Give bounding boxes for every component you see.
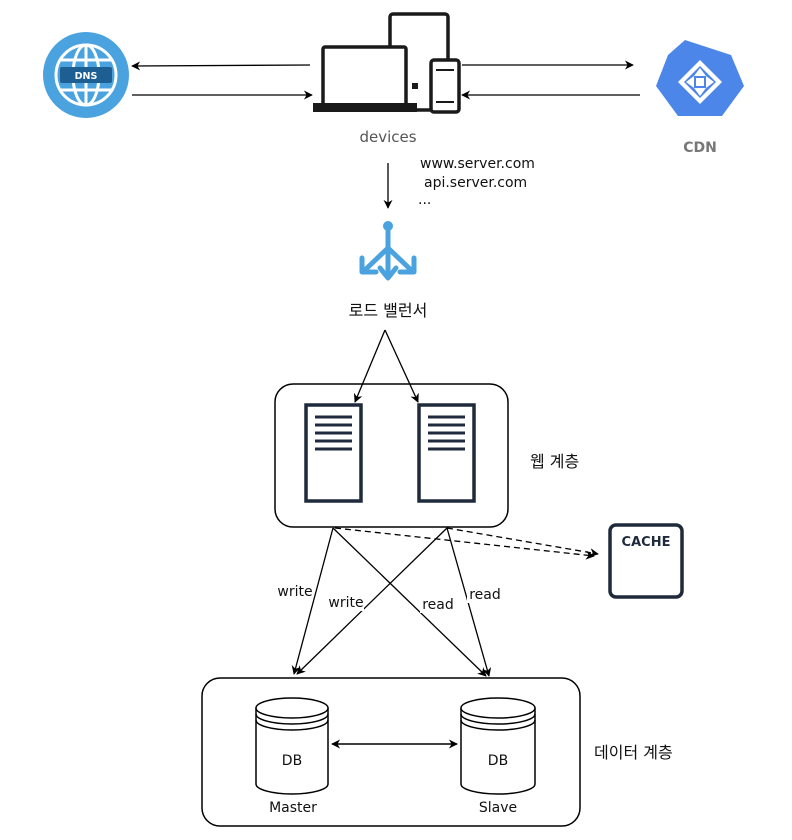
read-label-left: read	[422, 597, 454, 613]
dns-label: DNS	[75, 71, 98, 82]
data-tier-box	[201, 677, 581, 827]
edge-devices-to-dns	[131, 61, 311, 71]
edge-read-left	[332, 527, 487, 677]
db-master-icon	[255, 697, 329, 795]
domain-line-2: api.server.com	[424, 175, 527, 191]
cdn-label: CDN	[683, 140, 717, 156]
cache-label: CACHE	[622, 535, 671, 550]
web-tier-box	[274, 383, 509, 528]
write-label-right: write	[328, 595, 363, 611]
load-balancer-icon	[359, 221, 417, 281]
domain-line-1: www.server.com	[420, 156, 535, 172]
data-tier-label: 데이터 계층	[594, 743, 673, 762]
cache-icon: CACHE	[608, 523, 684, 599]
devices-label: devices	[359, 128, 416, 146]
server-icon-2	[417, 403, 476, 503]
db-slave-label: DB	[488, 753, 508, 769]
domain-line-3: ...	[418, 192, 431, 208]
edge-write-right	[296, 527, 448, 675]
load-balancer-label: 로드 밸런서	[349, 301, 428, 320]
db-master-label: DB	[282, 753, 302, 769]
server-icon-1	[304, 403, 363, 503]
db-slave-caption: Slave	[479, 800, 517, 816]
edge-lb-to-server-1	[353, 329, 386, 403]
cdn-icon	[656, 40, 744, 116]
devices-icon	[313, 12, 461, 114]
edge-write-left	[291, 527, 334, 675]
edge-web-to-cache-2	[446, 527, 599, 558]
web-tier-label: 웹 계층	[530, 452, 579, 471]
db-slave-icon	[460, 697, 536, 795]
edge-web-to-cache-1	[334, 527, 595, 560]
read-label-right: read	[469, 587, 501, 603]
edge-lb-to-server-2	[384, 329, 419, 403]
dns-icon: DNS	[43, 32, 129, 118]
db-master-caption: Master	[269, 800, 317, 816]
write-label-left: write	[277, 584, 312, 600]
